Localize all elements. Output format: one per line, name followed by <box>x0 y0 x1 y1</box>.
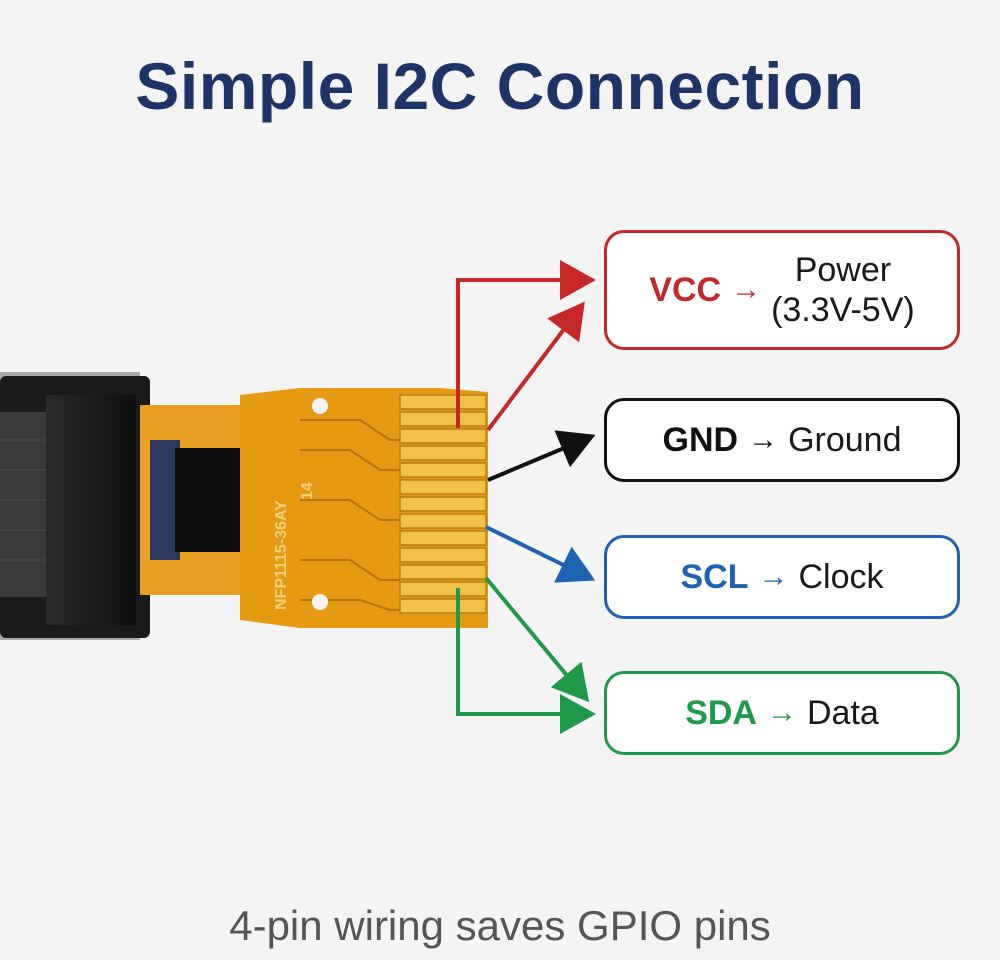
scl-description: Clock <box>798 557 884 596</box>
oled-display-module <box>0 372 150 640</box>
scl-pin-name: SCL <box>680 557 749 596</box>
footer-caption: 4-pin wiring saves GPIO pins <box>229 902 771 949</box>
scl-label-box: SCL → Clock <box>604 535 960 619</box>
vcc-desc-voltage: (3.3V-5V) <box>771 291 915 329</box>
mount-hole-top <box>312 398 328 414</box>
sda-arrow-icon: → <box>766 696 797 729</box>
gnd-label-box: GND → Ground <box>604 398 960 482</box>
vcc-pin-name: VCC <box>649 270 722 309</box>
vcc-desc-main: Power <box>794 251 892 289</box>
page-title: Simple I2C Connection <box>135 49 865 123</box>
flex-cable: NFP1115-36AY 14 <box>140 388 488 628</box>
vcc-label-box: VCC → Power (3.3V-5V) <box>604 230 960 350</box>
scl-arrow-icon: → <box>758 560 789 593</box>
scl-wire <box>485 525 596 583</box>
vcc-arrow-icon: → <box>731 273 762 306</box>
contact-pads <box>399 394 487 614</box>
sda-description: Data <box>806 693 879 732</box>
sda-pin-name: SDA <box>685 693 757 732</box>
display-pixel-grid <box>0 439 46 561</box>
gnd-arrow-icon: → <box>748 423 779 456</box>
gnd-description: Ground <box>788 420 902 459</box>
gnd-wire <box>487 430 596 482</box>
sda-wire <box>456 576 596 734</box>
vcc-wire <box>456 260 596 432</box>
mount-hole-bottom <box>312 594 328 610</box>
pcb-marking-line1: NFP1115-36AY <box>273 500 290 610</box>
sda-label-box: SDA → Data <box>604 671 960 755</box>
gnd-pin-name: GND <box>662 420 739 459</box>
pcb-marking-line2: 14 <box>299 482 316 500</box>
vcc-description: Power (3.3V-5V) <box>771 250 915 330</box>
